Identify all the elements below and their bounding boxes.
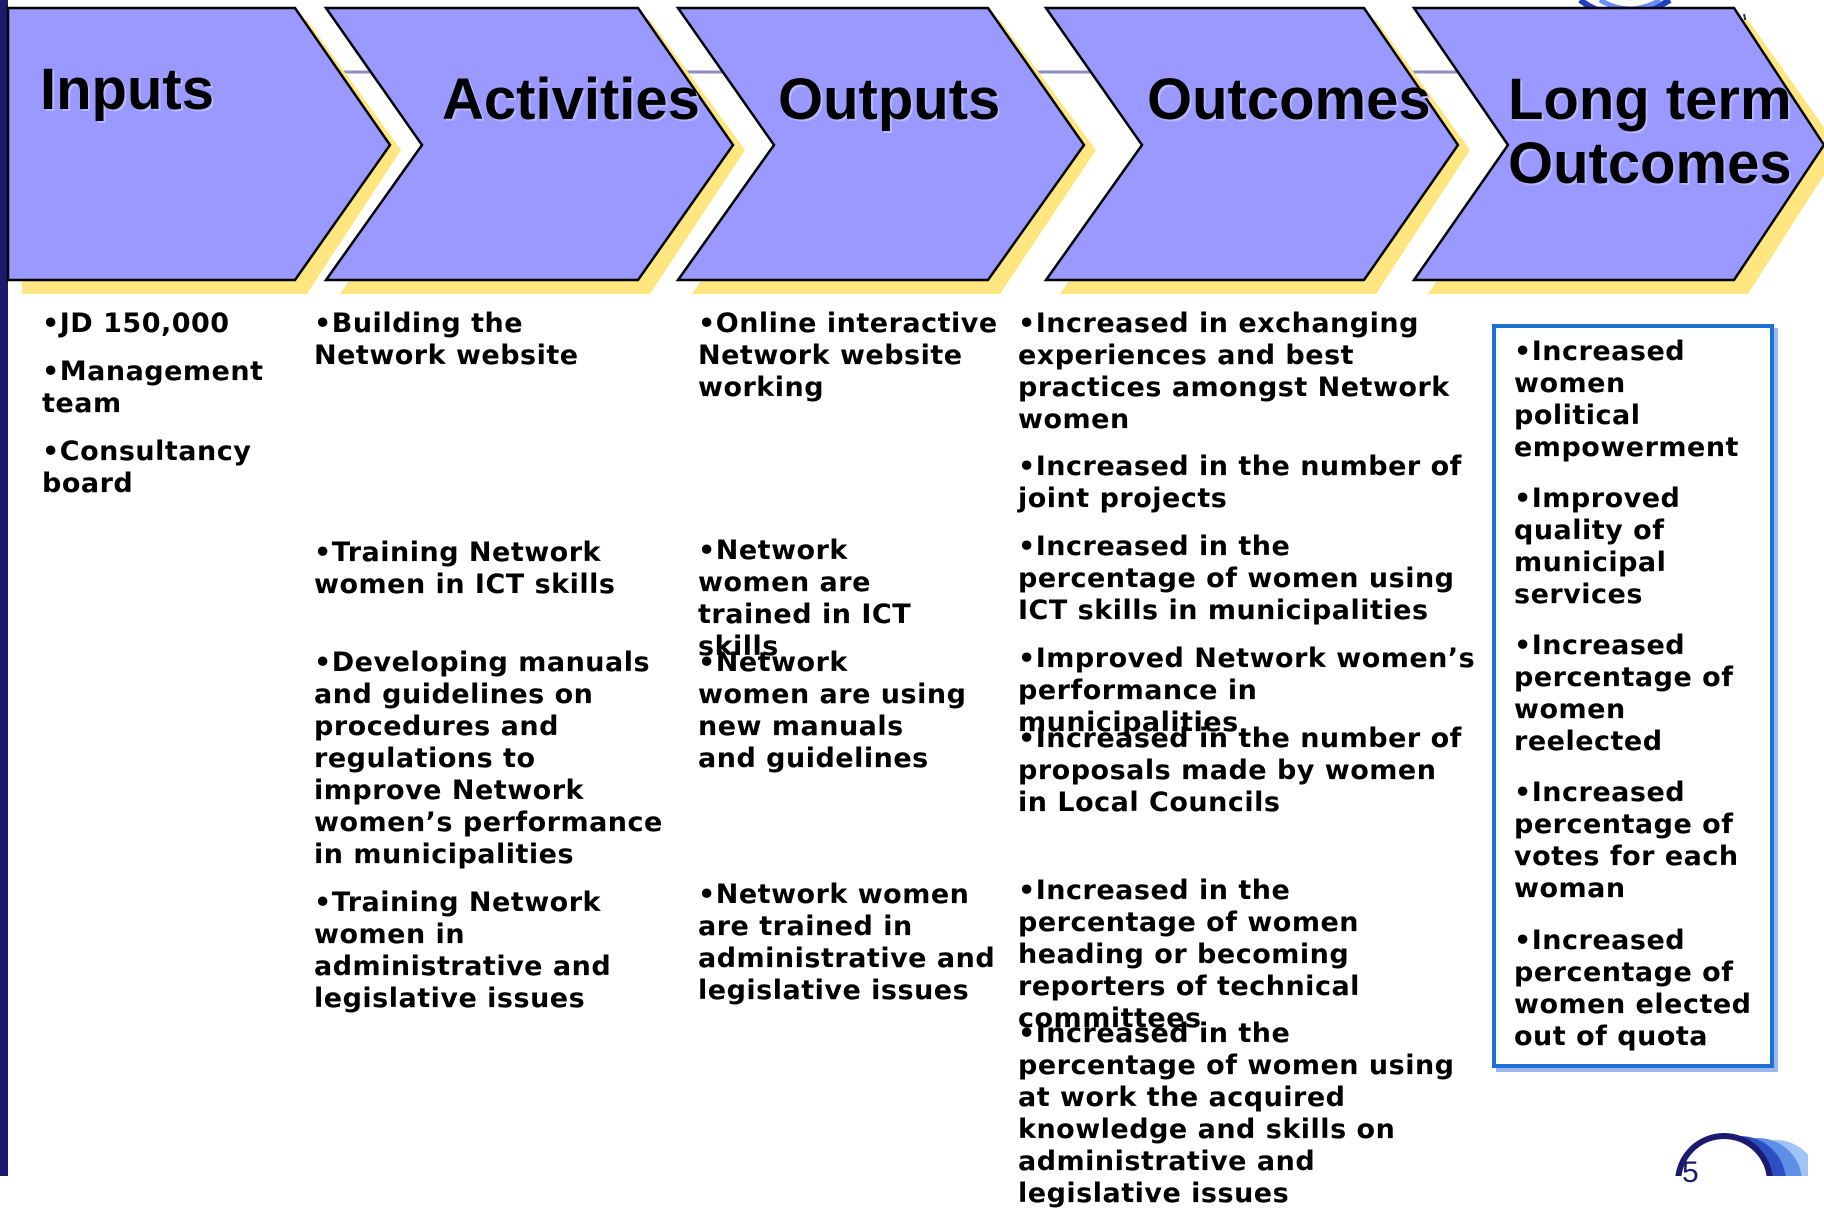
inputs-item: •JD 150,000 [42,308,230,339]
outcomes-item: •Increased in the percentage of women us… [1018,1018,1455,1209]
page-number-badge-icon [1675,1133,1808,1176]
outcomes-item: •Increased in the number of joint projec… [1018,451,1462,514]
activities-item: •Developing manuals and guidelines on pr… [314,647,663,870]
outputs-heading: Outputs [778,67,1001,132]
page-number: 5 [1682,1156,1699,1189]
outcomes-heading: Outcomes [1147,67,1431,132]
outcomes-item: •Increased in the percentage of women us… [1018,531,1455,626]
long-term-heading-line2: Outcomes [1508,131,1792,196]
inputs-chevron [6,6,392,282]
activities-heading: Activities [442,67,700,132]
outputs-item: •Network women are trained in administra… [698,879,996,1006]
outcomes-item: •Increased in exchanging experiences and… [1018,308,1450,435]
outputs-chevron [675,6,1086,282]
long-term-item: •Increased percentage of women reelected [1514,630,1734,757]
inputs-item: •Consultancy board [42,436,252,499]
outcomes-item: •Increased in the percentage of women he… [1018,875,1360,1034]
long-term-heading-line1: Long term [1508,67,1792,132]
outputs-item: •Network women are using new manuals and… [698,647,967,774]
outcomes-chevron [1043,6,1460,282]
activities-chevron [323,6,735,282]
inputs-item: •Management team [42,356,264,419]
inputs-heading: Inputs [40,57,214,122]
process-chevrons [6,6,1824,294]
long-term-outcomes-box [1492,324,1774,1068]
activities-item: •Building the Network website [314,308,579,371]
outcomes-item: •Improved Network women’s performance in… [1018,643,1476,738]
long-term-item: •Increased percentage of women elected o… [1514,925,1752,1052]
long-term-item: •Increased percentage of votes for each … [1514,777,1739,904]
left-accent-bar [0,0,8,1176]
long-term-chevron [1411,6,1824,282]
long-term-item: •Improved quality of municipal services [1514,483,1681,610]
long-term-item: •Increased women political empowerment [1514,336,1739,463]
outputs-item: •Network women are trained in ICT skills [698,535,912,662]
activities-item: •Training Network women in ICT skills [314,537,616,600]
outcomes-item: •Increased in the number of proposals ma… [1018,723,1462,818]
activities-item: •Training Network women in administrativ… [314,887,612,1014]
outputs-item: •Online interactive Network website work… [698,308,998,403]
